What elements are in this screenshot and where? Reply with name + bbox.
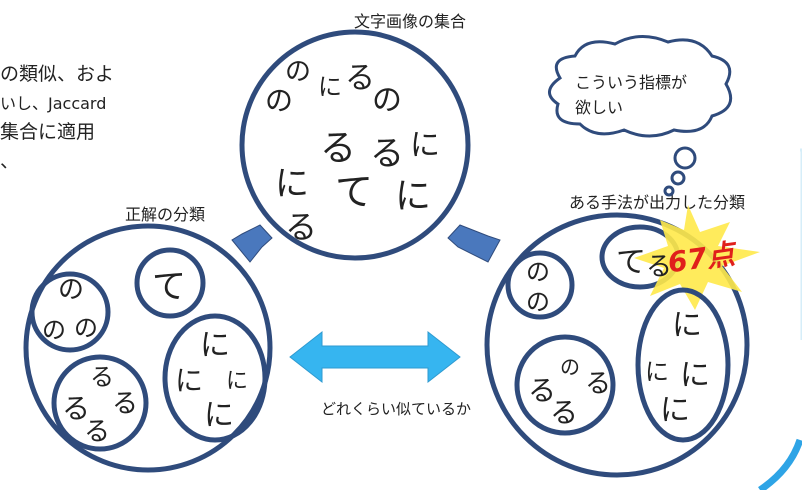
glyph: る — [84, 417, 110, 447]
description-line-1: の類似、およ — [0, 63, 115, 85]
glyph: に — [204, 398, 234, 433]
glyph: る — [528, 374, 556, 407]
glyph: に — [395, 176, 431, 217]
left-set-label: 正解の分類 — [125, 205, 205, 224]
glyph: に — [645, 358, 669, 386]
score-star-icon — [634, 205, 760, 310]
glyph: る — [550, 396, 578, 429]
description-line-4: 、 — [0, 150, 20, 172]
glyph: て — [335, 170, 373, 214]
glyph: の — [372, 83, 402, 118]
thought-text-line-2: 欲しい — [575, 98, 623, 117]
description-line-3: 集合に適用 — [0, 121, 96, 143]
glyph: に — [410, 128, 440, 163]
right-subset-ru — [514, 334, 616, 436]
left-subset-ru — [51, 354, 149, 452]
left-subset-no — [29, 271, 111, 353]
glyph: の — [74, 314, 98, 342]
compare-double-arrow-icon — [289, 330, 461, 384]
right-set-label: ある手法が出力した分類 — [569, 193, 745, 212]
glyph: に — [672, 308, 702, 343]
glyph: に — [680, 358, 710, 393]
glyph: に — [175, 364, 203, 397]
arrow-to-left-icon — [231, 224, 273, 263]
glyph: る — [285, 208, 317, 246]
right-subset-ni — [635, 287, 731, 443]
glyph: て — [616, 245, 646, 280]
description-line-2: いし、Jaccard — [0, 94, 107, 113]
glyph: の — [265, 84, 293, 117]
right-subset-no — [505, 250, 575, 320]
thought-text-line-1: こういう指標が — [575, 73, 687, 92]
thought-bubble — [548, 35, 733, 138]
glyph: る — [62, 392, 90, 425]
glyph: の — [526, 258, 550, 286]
glyph: る — [646, 252, 672, 282]
top-set-circle — [239, 29, 471, 261]
thought-dot-large — [673, 146, 697, 170]
glyph: に — [275, 164, 309, 204]
compare-label: どれくらい似ているか — [321, 400, 471, 418]
glyph: る — [112, 389, 138, 419]
slide-accent-curve — [758, 438, 802, 490]
top-set-label: 文字画像の集合 — [354, 12, 466, 31]
arrow-to-right-icon — [447, 224, 501, 263]
glyph: の — [42, 316, 66, 344]
glyph: の — [560, 355, 580, 379]
glyph: の — [285, 57, 311, 87]
glyph: の — [526, 288, 550, 316]
slide-accent-arc — [800, 148, 802, 340]
left-subset-ni — [162, 313, 268, 443]
top-set-glyphs: の の に る の る る に に て に る — [265, 57, 440, 246]
glyph: に — [318, 73, 342, 101]
left-subset-te — [134, 247, 206, 319]
glyph: る — [320, 128, 356, 169]
left-set-circle — [23, 223, 273, 473]
glyph: に — [226, 369, 248, 394]
glyph: の — [58, 275, 84, 305]
description-text: の類似、およ いし、Jaccard 集合に適用 、 — [0, 60, 168, 176]
glyph: る — [370, 134, 404, 174]
glyph: る — [585, 369, 611, 399]
thought-dot-small — [663, 185, 675, 197]
glyph: に — [200, 328, 230, 363]
glyph: て — [152, 267, 186, 307]
glyph: に — [660, 393, 690, 428]
glyph: る — [345, 61, 375, 96]
glyph: る — [90, 363, 114, 391]
thought-dot-medium — [670, 170, 686, 186]
